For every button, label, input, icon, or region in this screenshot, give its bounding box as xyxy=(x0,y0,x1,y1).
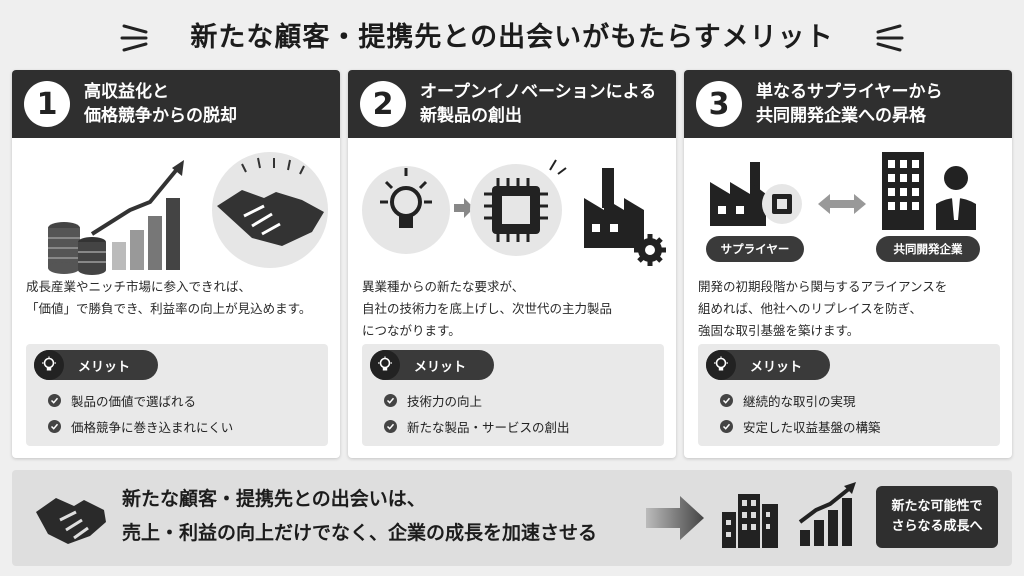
arrow-right-icon xyxy=(646,496,704,540)
benefit-card-2: 2 オープンイノベーションによる 新製品の創出 xyxy=(348,70,676,458)
card-header: 1 高収益化と 価格競争からの脱却 xyxy=(12,70,340,138)
double-arrow-icon xyxy=(818,194,866,214)
merit-text: 技術力の向上 xyxy=(407,393,483,409)
card-description: 開発の初期段階から関与するアライアンスを 組めれば、他社へのリプレイスを防ぎ、 … xyxy=(698,276,1004,342)
lightbulb-icon xyxy=(34,350,64,380)
merit-item: 新たな製品・サービスの創出 xyxy=(384,416,570,436)
summary-text: 新たな顧客・提携先との出会いは、 売上・利益の向上だけでなく、企業の成長を加速さ… xyxy=(122,482,597,550)
description-line: 開発の初期段階から関与するアライアンスを xyxy=(698,279,948,294)
card-heading: オープンイノベーションによる 新製品の創出 xyxy=(420,80,656,128)
chip-icon xyxy=(470,159,567,256)
merit-box: メリット 製品の価値で選ばれる 価格競争に巻き込まれにくい xyxy=(26,344,328,446)
summary-bar: 新たな顧客・提携先との出会いは、 売上・利益の向上だけでなく、企業の成長を加速さ… xyxy=(12,470,1012,566)
handshake-icon xyxy=(36,498,106,544)
check-icon xyxy=(720,419,733,433)
card-heading-line: 価格競争からの脱却 xyxy=(84,106,237,126)
merit-text: 新たな製品・サービスの創出 xyxy=(407,419,570,435)
merit-text: 価格競争に巻き込まれにくい xyxy=(71,419,234,435)
check-icon xyxy=(48,393,61,407)
card-description: 成長産業やニッチ市場に参入できれば、 「価値」で勝負でき、利益率の向上が見込めま… xyxy=(26,276,332,320)
merit-item: 技術力の向上 xyxy=(384,390,482,410)
badge-line: さらなる成長へ xyxy=(891,519,983,534)
card-header: 2 オープンイノベーションによる 新製品の創出 xyxy=(348,70,676,138)
accent-lines-icon xyxy=(120,24,148,52)
title-area: 新たな顧客・提携先との出会いがもたらすメリット xyxy=(0,8,1024,60)
merit-label: メリット xyxy=(750,359,803,375)
card-illustration xyxy=(710,152,976,230)
page-title: 新たな顧客・提携先との出会いがもたらすメリット xyxy=(190,21,834,53)
description-line: 「価値」で勝負でき、利益率の向上が見込めます。 xyxy=(26,301,312,316)
description-line: 強固な取引基盤を築けます。 xyxy=(698,323,860,338)
merit-item: 製品の価値で選ばれる xyxy=(48,390,196,410)
merit-pill: メリット xyxy=(370,350,494,380)
merit-text: 安定した収益基盤の構築 xyxy=(743,419,881,435)
card-header: 3 単なるサプライヤーから 共同開発企業への昇格 xyxy=(684,70,1012,138)
description-line: につながります。 xyxy=(362,323,461,338)
check-icon xyxy=(48,419,61,433)
card-heading-line: オープンイノベーションによる xyxy=(420,82,657,102)
description-line: 自社の技術力を底上げし、次世代の主力製品 xyxy=(362,301,613,316)
benefit-card-3: 3 単なるサプライヤーから 共同開発企業への昇格 xyxy=(684,70,1012,458)
gear-icon xyxy=(634,234,666,266)
arrow-right-icon xyxy=(454,198,474,218)
check-icon xyxy=(384,393,397,407)
lightbulb-icon xyxy=(370,350,400,380)
handshake-icon xyxy=(212,152,328,268)
lightbulb-icon xyxy=(362,166,450,254)
card-heading: 単なるサプライヤーから 共同開発企業への昇格 xyxy=(756,80,943,128)
card-illustration xyxy=(362,159,666,266)
card-heading-line: 新製品の創出 xyxy=(420,106,522,126)
merit-item: 価格競争に巻き込まれにくい xyxy=(48,416,233,436)
merit-item: 継続的な取引の実現 xyxy=(720,390,856,410)
factory-icon xyxy=(584,168,644,248)
building-icon xyxy=(722,494,778,548)
accent-lines-icon xyxy=(876,24,904,52)
card-description: 異業種からの新たな要求が、 自社の技術力を底上げし、次世代の主力製品 につながり… xyxy=(362,276,668,342)
card-number: 3 xyxy=(696,81,742,127)
bar-chart-icon xyxy=(90,160,184,270)
co-developer-tag: 共同開発企業 xyxy=(876,236,980,262)
check-icon xyxy=(720,393,733,407)
growth-chart-icon xyxy=(798,482,856,546)
description-line: 成長産業やニッチ市場に参入できれば、 xyxy=(26,279,252,294)
card-heading-line: 単なるサプライヤーから xyxy=(756,82,943,102)
badge-line: 新たな可能性で xyxy=(891,499,983,514)
card-heading: 高収益化と 価格競争からの脱却 xyxy=(84,80,237,128)
merit-box: メリット 技術力の向上 新たな製品・サービスの創出 xyxy=(362,344,664,446)
card-number: 2 xyxy=(360,81,406,127)
lightbulb-icon xyxy=(706,350,736,380)
person-icon xyxy=(936,166,976,230)
card-heading-line: 共同開発企業への昇格 xyxy=(756,106,926,126)
supplier-tag: サプライヤー xyxy=(706,236,804,262)
card-number: 1 xyxy=(24,81,70,127)
benefit-card-1: 1 高収益化と 価格競争からの脱却 xyxy=(12,70,340,458)
building-icon xyxy=(882,152,924,230)
merit-text: 継続的な取引の実現 xyxy=(743,393,856,409)
description-line: 組めれば、他社へのリプレイスを防ぎ、 xyxy=(698,301,923,316)
merit-pill: メリット xyxy=(34,350,158,380)
merit-label: メリット xyxy=(78,359,131,375)
growth-badge: 新たな可能性で さらなる成長へ xyxy=(876,486,998,548)
chip-icon xyxy=(762,184,802,224)
factory-icon xyxy=(710,162,766,226)
coins-icon xyxy=(48,222,106,275)
merit-label: メリット xyxy=(414,359,467,375)
card-illustration xyxy=(48,152,328,275)
description-line: 異業種からの新たな要求が、 xyxy=(362,279,525,294)
summary-line: 売上・利益の向上だけでなく、企業の成長を加速させる xyxy=(122,522,598,544)
check-icon xyxy=(384,419,397,433)
merit-box: メリット 継続的な取引の実現 安定した収益基盤の構築 xyxy=(698,344,1000,446)
merit-item: 安定した収益基盤の構築 xyxy=(720,416,881,436)
merit-pill: メリット xyxy=(706,350,830,380)
summary-line: 新たな顧客・提携先との出会いは、 xyxy=(122,488,426,510)
card-heading-line: 高収益化と xyxy=(84,82,169,102)
merit-text: 製品の価値で選ばれる xyxy=(71,393,197,409)
